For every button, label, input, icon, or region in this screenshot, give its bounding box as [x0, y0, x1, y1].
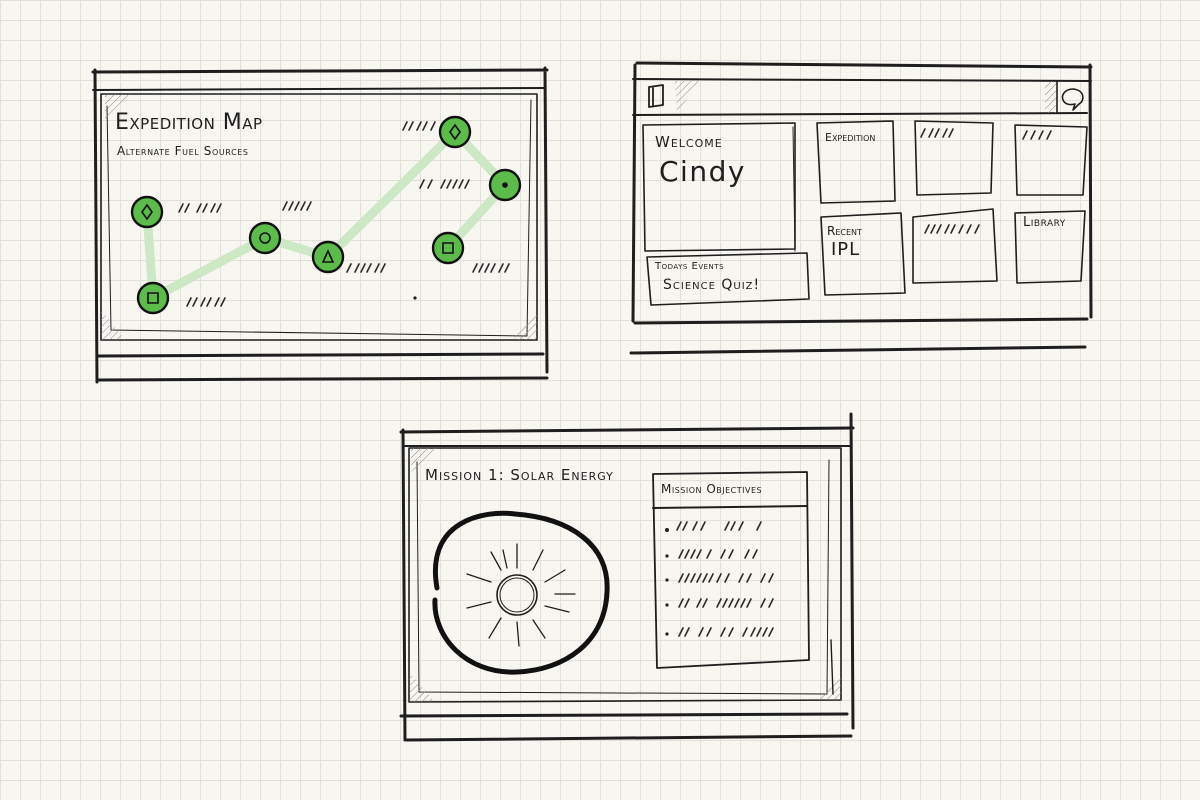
map-node[interactable]	[431, 231, 465, 265]
dashboard-frame: Welcome Cindy Todays Events Science Quiz…	[625, 55, 1100, 365]
map-node[interactable]	[488, 168, 522, 202]
objectives-title: Mission Objectives	[661, 482, 763, 496]
map-node[interactable]	[136, 281, 170, 315]
events-label: Todays Events	[655, 261, 725, 272]
dot-icon	[502, 182, 508, 188]
mission-title: Mission 1: Solar Energy	[425, 466, 614, 484]
tile-recent-label[interactable]: Recent	[827, 224, 862, 238]
diamond-icon	[141, 203, 153, 221]
square-icon	[147, 292, 159, 304]
event-item-science-quiz[interactable]: Science Quiz!	[663, 277, 761, 293]
chat-icon[interactable]	[1061, 88, 1084, 111]
objectives-list	[665, 521, 774, 637]
sun-icon	[466, 543, 576, 647]
welcome-label: Welcome	[655, 133, 723, 151]
tile-library[interactable]: Library	[1023, 215, 1066, 230]
user-name: Cindy	[659, 155, 746, 188]
square-icon	[442, 242, 454, 254]
expedition-nodes	[130, 115, 522, 315]
expedition-map-frame: Expedition Map Alternate Fuel Sources	[85, 60, 555, 390]
map-node[interactable]	[311, 240, 345, 274]
expedition-title: Expedition Map	[115, 110, 263, 135]
triangle-icon	[321, 249, 335, 263]
diamond-icon	[449, 123, 461, 141]
book-icon[interactable]	[648, 84, 664, 108]
map-node[interactable]	[130, 195, 164, 229]
map-node[interactable]	[248, 221, 282, 255]
tile-expedition[interactable]: Expedition	[825, 131, 876, 144]
tile-recent-value[interactable]: IPL	[831, 239, 861, 260]
circle-icon	[259, 232, 271, 244]
map-node[interactable]	[438, 115, 472, 149]
expedition-subtitle: Alternate Fuel Sources	[117, 144, 249, 158]
solar-progress-ring	[432, 510, 610, 675]
mission-frame: Mission 1: Solar Energy Mission Objectiv…	[395, 410, 860, 750]
